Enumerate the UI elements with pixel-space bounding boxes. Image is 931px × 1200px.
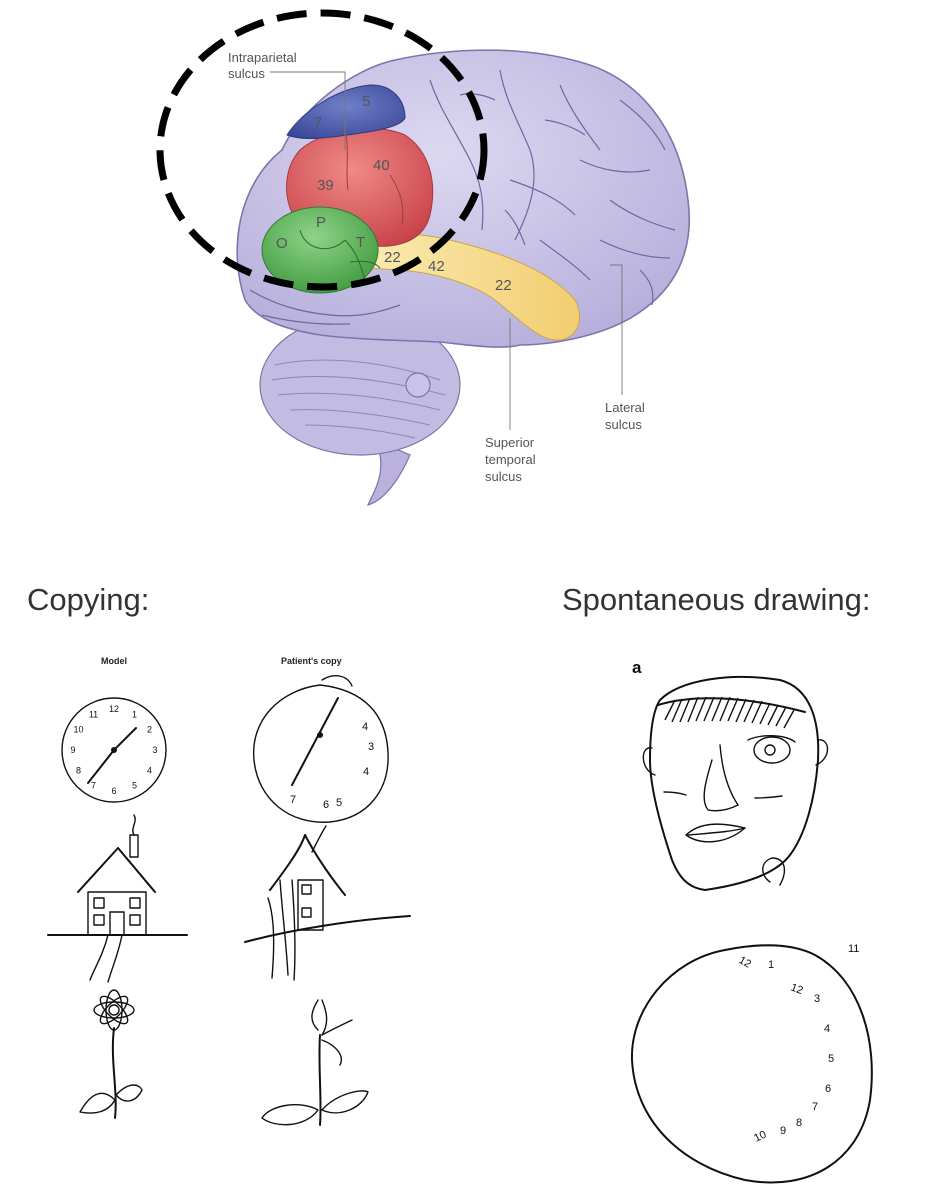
area-green [261,206,379,294]
copying-heading: Copying: [27,582,150,617]
model-clock-num-11: 11 [89,710,98,720]
brain-stem [366,438,411,506]
model-header: Model [101,656,127,666]
model-clock-num-8: 8 [76,766,81,776]
model-clock-num-10: 10 [73,725,83,735]
area-label-t: T [356,234,365,251]
spont-clock-num-11: 11 [848,943,859,955]
label-sts-3: sulcus [485,469,522,484]
area-label-5: 5 [362,93,370,110]
patient-clock-num-4: 6 [323,799,329,811]
patient-flower [261,999,369,1126]
model-clock-num-7: 7 [91,781,96,791]
area-label-7: 7 [314,114,322,131]
spont-clock-num-12b: 12 [789,982,805,997]
area-label-22b: 22 [495,277,512,294]
spont-clock-num-12a: 12 [737,954,754,971]
spontaneous-heading: Spontaneous drawing: [562,582,871,617]
spont-clock-num-3: 3 [814,993,820,1005]
patient-clock-num-1: 4 [362,721,368,733]
dashed-highlight-circle [156,9,488,291]
area-label-22a: 22 [384,249,401,266]
patient-clock-num-5: 5 [336,797,342,809]
spontaneous-panel-letter: a [632,658,642,677]
model-clock-num-6: 6 [111,786,116,796]
model-clock-num-1: 1 [132,710,137,720]
patient-header: Patient's copy [281,656,342,666]
spontaneous-clock: 12 1 12 3 4 5 6 7 8 9 10 11 [630,943,873,1184]
model-flower [79,989,143,1119]
area-label-o: O [276,235,288,252]
label-intraparietal-1: Intraparietal [228,50,297,65]
spont-clock-num-4: 4 [824,1023,830,1035]
patient-clock: 4 3 4 6 5 7 [252,675,389,823]
area-label-40: 40 [373,157,390,174]
model-clock-num-3: 3 [152,745,157,755]
spont-clock-num-10: 10 [752,1129,768,1145]
patient-house [244,825,411,981]
model-clock-num-12: 12 [109,704,119,714]
area-label-39: 39 [317,177,334,194]
model-clock-num-9: 9 [70,745,75,755]
model-clock-num-2: 2 [147,725,152,735]
patient-clock-num-6: 7 [290,794,296,806]
label-sts-1: Superior [485,435,535,450]
patient-clock-num-3: 4 [363,766,369,778]
label-sts-2: temporal [485,452,536,467]
area-blue [286,84,406,139]
patient-clock-num-2: 3 [368,741,374,753]
spont-clock-num-9: 9 [780,1125,786,1137]
spont-clock-num-5: 5 [828,1053,834,1065]
area-label-p: P [316,214,326,231]
model-house [47,814,188,983]
model-clock-num-5: 5 [132,781,137,791]
spont-clock-num-8: 8 [796,1117,802,1129]
label-lateral-2: sulcus [605,417,642,432]
spont-clock-num-6: 6 [825,1083,831,1095]
spontaneous-face [642,675,829,891]
spont-clock-num-7: 7 [812,1101,818,1113]
label-lateral-1: Lateral [605,400,645,415]
model-clock-num-4: 4 [147,766,152,776]
label-intraparietal-2: sulcus [228,66,265,81]
area-label-42: 42 [428,258,445,275]
spont-clock-num-1: 1 [768,959,774,971]
